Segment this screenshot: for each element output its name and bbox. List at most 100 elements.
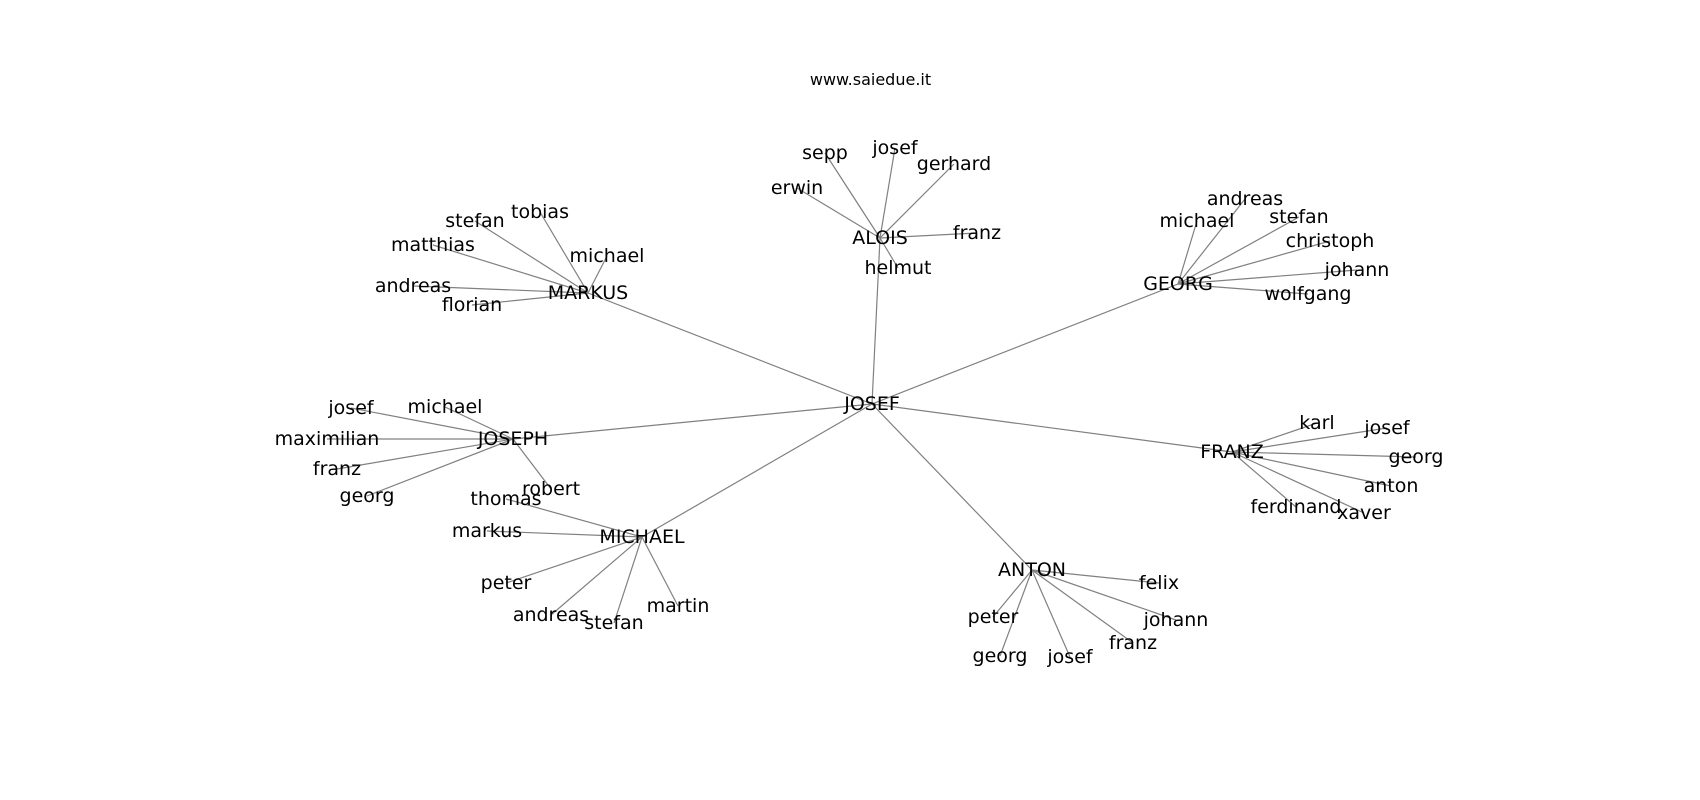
node-leaf-georg-johann: johann (1324, 259, 1390, 281)
node-leaf-joseph-franz: franz (313, 458, 361, 480)
node-leaf-joseph-michael: michael (408, 396, 483, 418)
node-group-anton: ANTON (998, 559, 1066, 581)
node-leaf-georg-michael: michael (1160, 210, 1235, 232)
node-leaf-alois-sepp: sepp (802, 142, 848, 164)
edge-georg-stefan (1177, 216, 1300, 285)
edge-root-michael (641, 403, 873, 538)
node-leaf-michael-andreas: andreas (513, 604, 589, 626)
node-group-michael: MICHAEL (599, 526, 685, 548)
graph-edges (327, 147, 1417, 658)
node-leaf-anton-franz: franz (1109, 632, 1157, 654)
node-leaf-franz-xaver: xaver (1337, 502, 1391, 524)
edge-michael-thomas (505, 498, 643, 538)
edge-alois-franz (879, 232, 978, 239)
node-group-joseph: JOSEPH (477, 428, 548, 450)
edge-alois-josef (879, 147, 896, 239)
node-leaf-anton-peter: peter (968, 606, 1019, 628)
edge-michael-markus (486, 530, 643, 538)
node-leaf-markus-florian: florian (442, 294, 502, 316)
node-leaf-alois-gerhard: gerhard (917, 153, 991, 175)
edge-root-franz (871, 403, 1233, 453)
edge-markus-florian (471, 292, 589, 306)
node-leaf-franz-josef: josef (1363, 417, 1410, 439)
edge-root-markus (587, 292, 873, 405)
node-leaf-michael-stefan: stefan (584, 612, 643, 634)
edge-markus-matthias (432, 244, 589, 294)
node-leaf-franz-ferdinand: ferdinand (1251, 496, 1342, 518)
edge-anton-georg (999, 569, 1033, 657)
node-leaf-georg-andreas: andreas (1207, 188, 1283, 210)
node-leaf-joseph-maximilian: maximilian (275, 428, 380, 450)
edge-joseph-georg (366, 438, 514, 497)
edge-anton-josef (1031, 569, 1071, 658)
node-group-markus: MARKUS (548, 282, 629, 304)
edge-root-georg (871, 283, 1179, 405)
node-leaf-michael-thomas: thomas (470, 488, 541, 510)
edge-markus-andreas (412, 285, 589, 294)
node-leaf-franz-karl: karl (1299, 412, 1334, 434)
edge-georg-michael (1177, 220, 1198, 285)
node-leaf-georg-wolfgang: wolfgang (1265, 283, 1352, 305)
node-group-alois: ALOIS (852, 227, 908, 249)
node-leaf-georg-stefan: stefan (1269, 206, 1328, 228)
node-leaf-alois-josef: josef (871, 137, 918, 159)
node-group-franz: FRANZ (1200, 441, 1264, 463)
edge-markus-michael (587, 255, 608, 294)
edge-michael-peter (505, 536, 643, 584)
node-leaf-markus-matthias: matthias (391, 234, 475, 256)
edge-joseph-michael (444, 406, 514, 440)
edge-anton-johann (1031, 569, 1177, 621)
edge-joseph-robert (512, 438, 552, 490)
edge-georg-wolfgang (1177, 283, 1309, 295)
node-leaf-markus-stefan: stefan (445, 210, 504, 232)
edge-franz-georg (1231, 451, 1417, 458)
edge-anton-peter (992, 569, 1033, 618)
edge-markus-stefan (474, 220, 589, 294)
edge-georg-andreas (1177, 198, 1246, 285)
node-group-georg: GEORG (1143, 273, 1213, 295)
node-leaf-alois-franz: franz (953, 222, 1001, 244)
node-leaf-anton-josef: josef (1046, 646, 1093, 668)
edge-franz-anton (1231, 451, 1392, 487)
node-leaf-michael-markus: markus (452, 520, 522, 542)
edge-franz-josef (1231, 427, 1388, 453)
edge-georg-christoph (1177, 240, 1331, 285)
node-leaf-markus-michael: michael (570, 245, 645, 267)
node-leaf-franz-georg: georg (1389, 446, 1444, 468)
edge-markus-tobias (539, 211, 589, 294)
edge-alois-gerhard (879, 163, 955, 239)
node-leaf-joseph-robert: robert (522, 478, 580, 500)
node-leaf-markus-andreas: andreas (375, 275, 451, 297)
node-leaf-michael-martin: martin (647, 595, 710, 617)
edge-michael-andreas (550, 536, 643, 616)
edge-michael-stefan (613, 536, 643, 624)
edge-joseph-josef (350, 407, 514, 440)
edge-root-anton (871, 403, 1033, 571)
edge-alois-helmut (879, 237, 899, 269)
edge-anton-felix (1031, 569, 1160, 584)
edge-alois-erwin (796, 187, 881, 239)
edge-root-joseph (512, 403, 873, 440)
node-leaf-anton-felix: felix (1139, 572, 1179, 594)
edge-georg-johann (1177, 269, 1358, 285)
node-leaf-alois-helmut: helmut (864, 257, 931, 279)
edge-alois-sepp (824, 152, 881, 239)
edge-michael-martin (641, 536, 679, 607)
node-leaf-alois-erwin: erwin (771, 177, 823, 199)
edge-root-alois (871, 237, 881, 405)
node-leaf-joseph-georg: georg (340, 485, 395, 507)
edge-anton-franz (1031, 569, 1134, 644)
node-leaf-joseph-josef: josef (327, 397, 374, 419)
node-leaf-franz-anton: anton (1364, 475, 1419, 497)
node-leaf-markus-tobias: tobias (511, 201, 569, 223)
node-leaf-georg-christoph: christoph (1286, 230, 1375, 252)
edge-franz-xaver (1231, 451, 1365, 514)
node-root: JOSEF (843, 393, 900, 415)
edge-joseph-franz (336, 438, 514, 470)
edge-franz-karl (1231, 422, 1318, 453)
edge-franz-ferdinand (1231, 451, 1297, 508)
page-title: www.saiedue.it (809, 70, 932, 89)
node-leaf-michael-peter: peter (481, 572, 532, 594)
